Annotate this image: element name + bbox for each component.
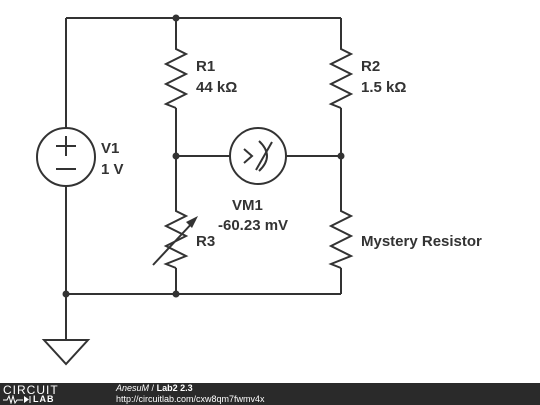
vm1-name-label: VM1 [232, 197, 263, 214]
variable-arrow-icon [152, 216, 198, 266]
mystery-resistor-label: Mystery Resistor [361, 233, 482, 250]
r3-name-label: R3 [196, 233, 215, 250]
junction-dot [172, 14, 180, 22]
resistor-r2 [328, 44, 354, 109]
voltage-source-v1 [36, 127, 96, 187]
junction-dot [172, 152, 180, 160]
v1-name-label: V1 [101, 140, 119, 157]
vm1-reading-label: -60.23 mV [218, 217, 288, 234]
title-separator: / [151, 383, 155, 393]
junction-dot [337, 152, 345, 160]
circuit-title[interactable]: Lab2 2.3 [156, 383, 193, 393]
resistor-r1 [163, 44, 189, 109]
r2-name-label: R2 [361, 58, 380, 75]
circuitlab-logo[interactable]: CIRCUIT LAB [3, 383, 115, 404]
footer: CIRCUIT LAB AnesuM / Lab2 2.3 http://cir… [0, 383, 540, 405]
logo-text-bottom: LAB [33, 394, 55, 404]
junction-dot [172, 290, 180, 298]
r1-value-label: 44 kΩ [196, 79, 237, 96]
author-name[interactable]: AnesuM [116, 383, 150, 393]
ground-icon [41, 339, 91, 366]
circuit-meta: AnesuM / Lab2 2.3 http://circuitlab.com/… [116, 383, 265, 405]
wires [65, 17, 342, 340]
meta-title-line: AnesuM / Lab2 2.3 [116, 383, 265, 394]
junction-dot [62, 290, 70, 298]
r2-value-label: 1.5 kΩ [361, 79, 406, 96]
variable-resistor-r3 [163, 206, 189, 269]
resistor-mystery [328, 206, 354, 269]
circuit-url[interactable]: http://circuitlab.com/cxw8qm7fwmv4x [116, 394, 265, 404]
footer-bar: CIRCUIT LAB AnesuM / Lab2 2.3 http://cir… [0, 383, 540, 405]
logo-circuit-icon [3, 395, 31, 404]
circuit-schematic: V1 1 V R1 44 kΩ R2 1.5 kΩ R3 Mystery Res… [36, 14, 482, 366]
logo-text-top: CIRCUIT [3, 383, 59, 397]
r1-name-label: R1 [196, 58, 215, 75]
voltmeter-vm1 [229, 127, 287, 185]
v1-value-label: 1 V [101, 161, 124, 178]
